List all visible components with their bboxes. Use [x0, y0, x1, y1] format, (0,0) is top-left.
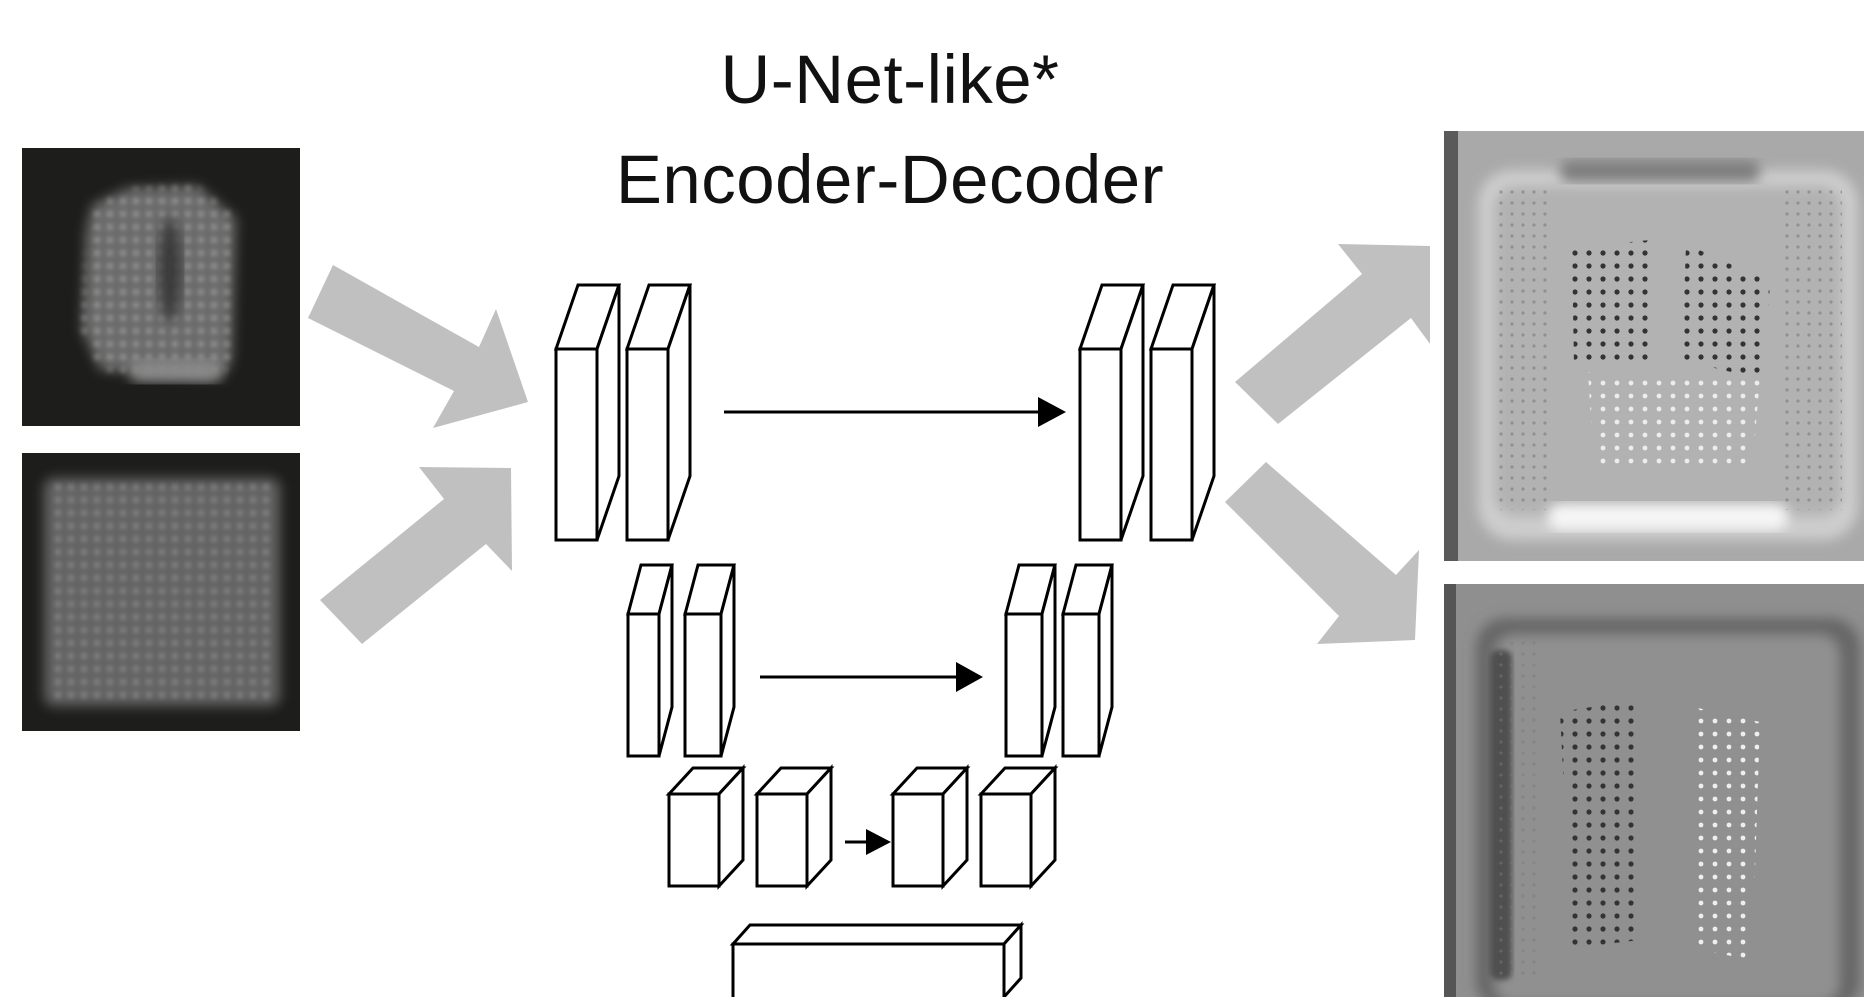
skip-connection-level3	[845, 829, 891, 855]
encoder-block-level1-b	[624, 283, 693, 542]
title-line-1: U-Net-like*	[720, 41, 1060, 118]
output-arrow-top	[1235, 244, 1430, 424]
output-arrow-bottom	[1225, 462, 1419, 644]
diagram-title: U-Net-like* Encoder-Decoder	[480, 30, 1300, 230]
input-image-reference-grid	[22, 453, 300, 731]
decoder-block-level2-b	[1061, 563, 1114, 758]
encoder-block-level3-a	[665, 764, 747, 890]
encoder-block-level2-a	[626, 563, 674, 758]
encoder-block-level1-a	[553, 283, 622, 542]
encoder-block-level3-b	[753, 764, 835, 890]
input-arrow-top	[308, 265, 528, 428]
title-line-2: Encoder-Decoder	[615, 141, 1165, 218]
input-image-deformed	[22, 148, 300, 426]
encoder-block-level2-b	[683, 563, 736, 758]
skip-connection-level2	[760, 662, 983, 692]
input-arrow-bottom	[320, 467, 512, 644]
decoder-block-level1-a	[1077, 283, 1146, 542]
decoder-block-level1-b	[1148, 283, 1217, 542]
skip-connection-level1	[724, 397, 1066, 427]
output-image-top	[1444, 131, 1864, 561]
decoder-block-level2-a	[1004, 563, 1057, 758]
output-image-bottom	[1444, 584, 1864, 997]
bottleneck-block	[729, 921, 1025, 997]
decoder-block-level3-a	[889, 764, 971, 890]
decoder-block-level3-b	[977, 764, 1059, 890]
